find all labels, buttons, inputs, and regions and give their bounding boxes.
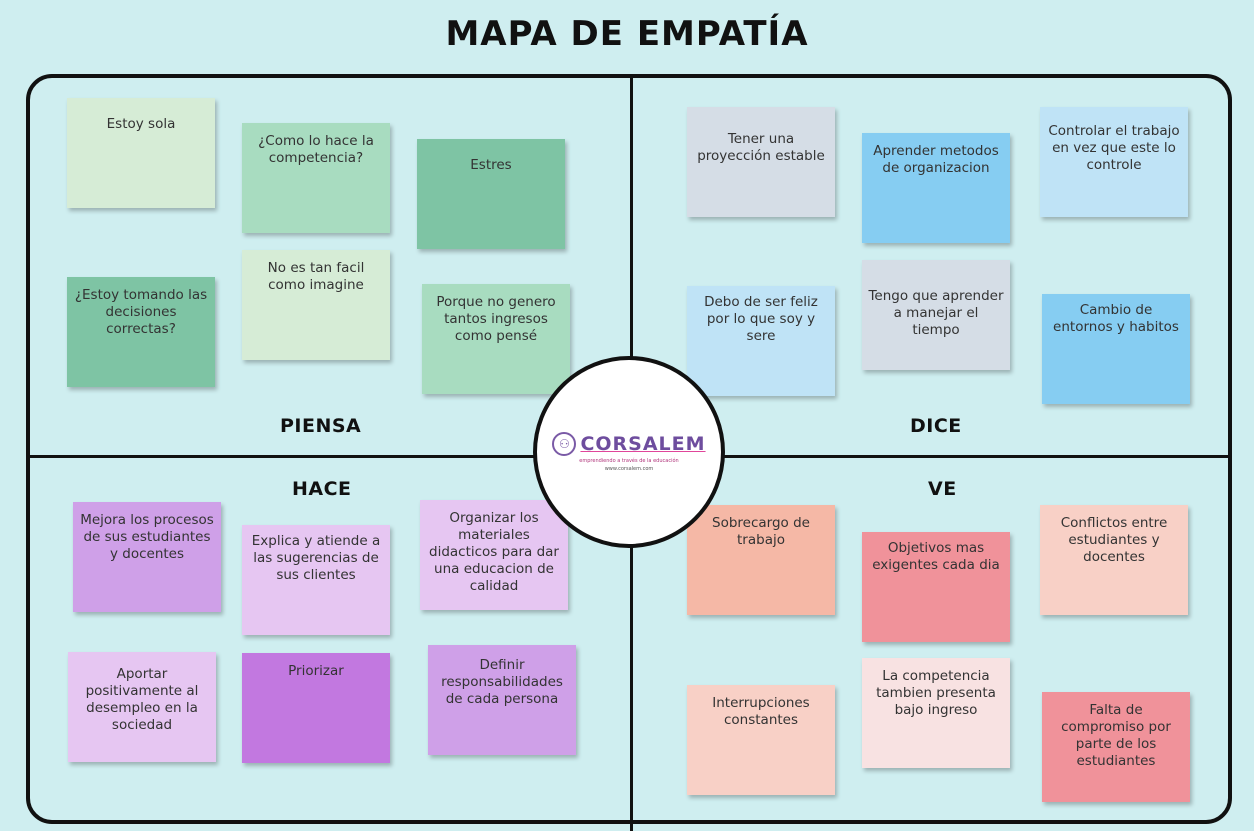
- sticky-note: Tener una proyección estable: [687, 107, 835, 217]
- logo: ⚇ CORSALEM: [552, 432, 705, 456]
- sticky-note: Falta de compromiso por parte de los est…: [1042, 692, 1190, 802]
- sticky-note: Controlar el trabajo en vez que este lo …: [1040, 107, 1188, 217]
- sticky-note: ¿Como lo hace la competencia?: [242, 123, 390, 233]
- sticky-note: Definir responsabilidades de cada person…: [428, 645, 576, 755]
- quadrant-label-piensa: PIENSA: [280, 415, 362, 437]
- sticky-note: Aportar positivamente al desempleo en la…: [68, 652, 216, 762]
- sticky-note: No es tan facil como imagine: [242, 250, 390, 360]
- people-icon: ⚇: [552, 432, 577, 456]
- quadrant-label-dice: DICE: [910, 415, 962, 437]
- sticky-note: Sobrecargo de trabajo: [687, 505, 835, 615]
- center-logo-circle: ⚇ CORSALEM emprendiendo a través de la e…: [533, 356, 725, 548]
- sticky-note: Tengo que aprender a manejar el tiempo: [862, 260, 1010, 370]
- quadrant-label-ve: VE: [928, 478, 957, 500]
- brand-name: CORSALEM: [580, 433, 706, 455]
- sticky-note: Estres: [417, 139, 565, 249]
- page-title: MAPA DE EMPATÍA: [445, 14, 809, 54]
- sticky-note: Porque no genero tantos ingresos como pe…: [422, 284, 570, 394]
- sticky-note: La competencia tambien presenta bajo ing…: [862, 658, 1010, 768]
- sticky-note: Aprender metodos de organizacion: [862, 133, 1010, 243]
- sticky-note: Interrupciones constantes: [687, 685, 835, 795]
- sticky-note: Cambio de entornos y habitos: [1042, 294, 1190, 404]
- brand-tagline: emprendiendo a través de la educación: [579, 458, 679, 464]
- sticky-note: Estoy sola: [67, 98, 215, 208]
- sticky-note: Debo de ser feliz por lo que soy y sere: [687, 286, 835, 396]
- empathy-map-board: [26, 74, 1232, 824]
- sticky-note: ¿Estoy tomando las decisiones correctas?: [67, 277, 215, 387]
- brand-url: www.corsalem.com: [604, 466, 654, 472]
- sticky-note: Conflictos entre estudiantes y docentes: [1040, 505, 1188, 615]
- sticky-note: Priorizar: [242, 653, 390, 763]
- sticky-note: Organizar los materiales didacticos para…: [420, 500, 568, 610]
- sticky-note: Objetivos mas exigentes cada dia: [862, 532, 1010, 642]
- sticky-note: Explica y atiende a las sugerencias de s…: [242, 525, 390, 635]
- quadrant-label-hace: HACE: [292, 478, 352, 500]
- sticky-note: Mejora los procesos de sus estudiantes y…: [73, 502, 221, 612]
